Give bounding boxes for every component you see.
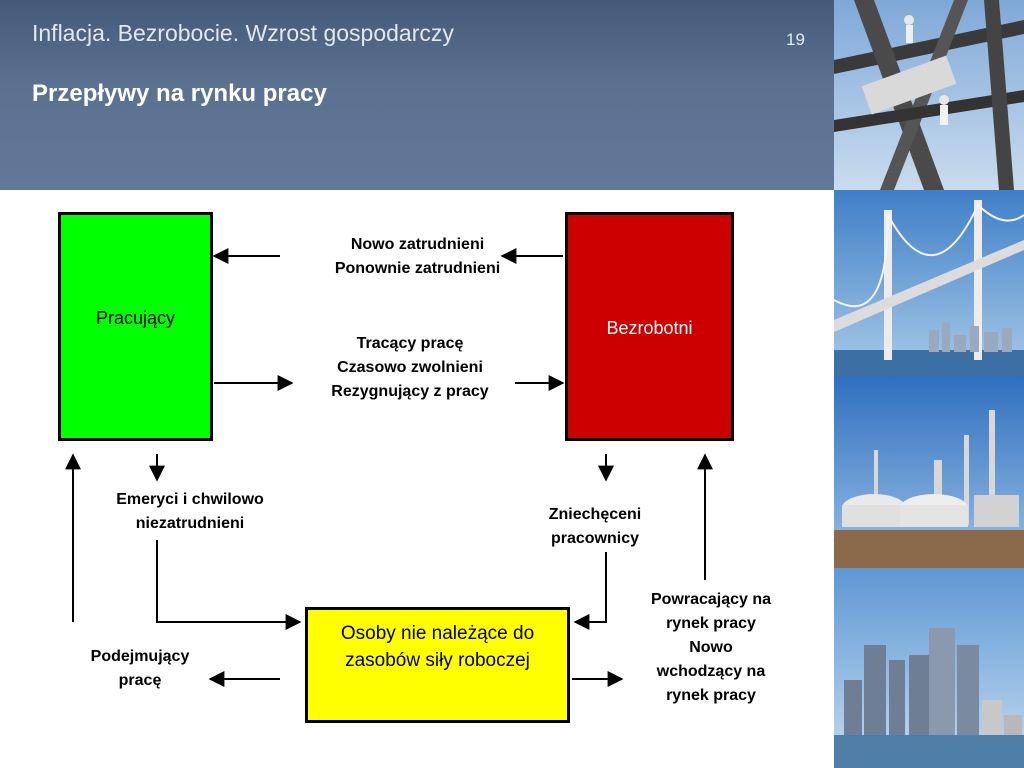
outside-labor-force-box: Osoby nie należące do zasobów siły roboc…	[305, 607, 570, 723]
flow-line: Ponownie zatrudnieni	[334, 260, 501, 277]
flow-line: rynek pracy	[666, 615, 756, 632]
flow-line: rynek pracy	[666, 687, 756, 704]
employed-label: Pracujący	[95, 308, 176, 328]
arrow-discouraged-to-outside	[573, 552, 607, 630]
flow-line: Emeryci i chwilowo	[116, 491, 264, 508]
employed-box: Pracujący	[58, 212, 213, 441]
flow-reentrants-label: Powracający na rynek pracy Nowo wchodząc…	[625, 588, 797, 708]
flow-retirees-label: Emeryci i chwilowo niezatrudnieni	[85, 488, 295, 536]
flow-line: Nowo zatrudnieni	[350, 236, 485, 253]
photo-strip	[834, 0, 1024, 768]
arrow-retirees-to-outside	[156, 540, 302, 630]
flow-line: Zniechęceni	[548, 506, 642, 523]
unemployed-box: Bezrobotni	[565, 212, 734, 441]
city-skyline-photo	[834, 568, 1024, 768]
flow-line: Podejmujący	[90, 648, 190, 665]
flow-discouraged-label: Zniechęceni pracownicy	[515, 503, 675, 551]
flow-line: Czasowo zwolnieni	[337, 359, 483, 376]
flow-line: Rezygnujący z pracy	[331, 383, 489, 400]
page-number: 19	[786, 30, 805, 49]
flow-separations-label: Tracący pracę Czasowo zwolnieni Rezygnuj…	[300, 332, 520, 404]
flow-line: Powracający na	[650, 591, 772, 608]
suspension-bridge-photo	[834, 190, 1024, 376]
course-subject: Inflacja. Bezrobocie. Wzrost gospodarczy	[32, 20, 454, 46]
flow-line: pracownicy	[550, 530, 640, 547]
refinery-photo	[834, 376, 1024, 568]
outside-labor-force-label: Osoby nie należące do zasobów siły roboc…	[340, 623, 535, 671]
flow-line: pracę	[118, 672, 162, 689]
flow-hires-label: Nowo zatrudnieni Ponownie zatrudnieni	[300, 233, 535, 281]
flow-line: wchodzący na	[656, 663, 766, 680]
slide-header: Inflacja. Bezrobocie. Wzrost gospodarczy…	[0, 0, 834, 190]
flow-line: Nowo	[689, 639, 733, 656]
flow-line: Tracący pracę	[356, 335, 464, 352]
unemployed-label: Bezrobotni	[606, 318, 693, 338]
flow-line: niezatrudnieni	[135, 515, 245, 532]
flow-arrows	[65, 248, 713, 687]
flow-job-takers-label: Podejmujący pracę	[70, 645, 210, 693]
steel-construction-photo	[834, 0, 1024, 190]
slide-title: Przepływy na rynku pracy	[32, 80, 327, 107]
